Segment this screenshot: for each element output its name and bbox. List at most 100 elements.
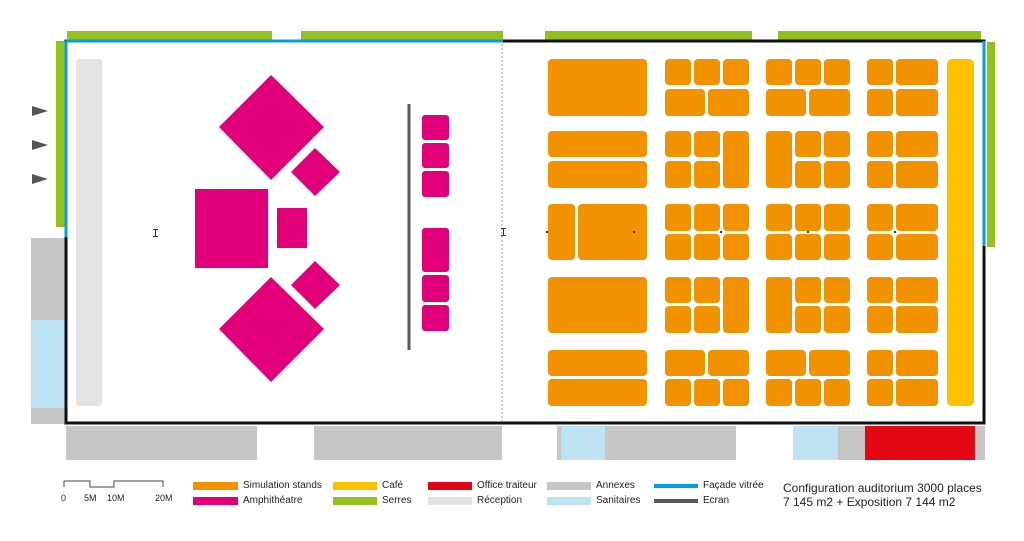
stand (824, 161, 850, 188)
stand (867, 379, 893, 406)
stand (896, 59, 938, 85)
cafe-zone (947, 59, 974, 406)
legend-swatch-office (428, 482, 472, 490)
stand (766, 350, 806, 376)
stand (824, 204, 850, 231)
serre-right (987, 42, 995, 247)
stand (867, 234, 893, 260)
amphi-diamond-top (219, 75, 324, 180)
bottom-annexes (66, 426, 985, 460)
configuration-text: Configuration auditorium 3000 places 7 1… (783, 481, 982, 509)
stand (809, 89, 850, 116)
stand (665, 350, 705, 376)
marker (153, 236, 158, 237)
stand (867, 350, 893, 376)
legend-label-annexes: Annexes (596, 480, 635, 491)
marker (501, 228, 506, 229)
stand (896, 161, 938, 188)
stand (824, 277, 850, 303)
stand (548, 59, 647, 116)
stand (766, 59, 792, 85)
stand (867, 161, 893, 188)
reception-zone (76, 59, 102, 406)
stand (896, 204, 938, 231)
stand (665, 59, 691, 85)
serre-left (56, 41, 65, 227)
stand (708, 350, 749, 376)
serre-top-3 (545, 31, 752, 40)
stand (723, 204, 749, 231)
stand (723, 379, 749, 406)
markers (153, 228, 506, 237)
stand (824, 234, 850, 260)
amphi-diamond-bottom (219, 277, 324, 382)
stands (548, 59, 938, 406)
sanitaires-bottom-1 (561, 426, 605, 460)
scale-label-0: 0 (61, 493, 67, 503)
stand (694, 204, 720, 231)
sanitaires-left (31, 320, 66, 408)
stand (867, 89, 893, 116)
legend-swatch-reception (428, 497, 472, 505)
scale-label-20m: 20M (155, 493, 173, 503)
legend-label-ecran: Ecran (703, 495, 730, 506)
stand (548, 277, 647, 333)
marker (155, 229, 156, 237)
legend-swatch-amphi (193, 497, 238, 505)
scale-line (63, 480, 164, 488)
serre-top-2 (301, 31, 503, 40)
stand (665, 306, 691, 333)
stand (795, 234, 821, 260)
stand (548, 131, 647, 157)
seating-block (422, 228, 449, 272)
stand (824, 59, 850, 85)
stand (809, 350, 850, 376)
annexe-left-bottom (31, 408, 66, 424)
office-traiteur (865, 426, 975, 460)
sanitaires-bottom-2 (793, 426, 838, 460)
seating-block (422, 171, 449, 197)
stand (708, 89, 749, 116)
stand (694, 277, 720, 303)
stand (867, 277, 893, 303)
annexe-left (31, 238, 66, 320)
legend-swatch-stands (193, 482, 238, 490)
marker (501, 235, 506, 236)
amphi-diamond-small-top (291, 148, 340, 196)
legend-label-sanitaires: Sanitaires (596, 495, 641, 506)
stand (795, 161, 821, 188)
stand (824, 379, 850, 406)
stand (867, 204, 893, 231)
stand (795, 131, 821, 157)
stand (795, 379, 821, 406)
stand (723, 277, 749, 333)
scale-label-10m: 10M (107, 493, 125, 503)
legend-label-cafe: Café (382, 480, 404, 491)
stand (694, 161, 720, 188)
seating-block (422, 275, 449, 302)
amphi-diamond-small-bottom (291, 261, 340, 309)
stand (548, 379, 647, 406)
configuration-line-2: 7 145 m2 + Exposition 7 144 m2 (783, 495, 956, 509)
stand (548, 161, 647, 188)
stand (694, 234, 720, 260)
configuration-line-1: Configuration auditorium 3000 places (783, 481, 982, 495)
serre-top-1 (67, 31, 272, 40)
stand (766, 379, 792, 406)
stand (548, 350, 647, 376)
marker (633, 231, 635, 233)
legend-swatch-annexes (547, 482, 591, 490)
stand (694, 131, 720, 157)
legend-swatch-sanitaires (547, 497, 591, 505)
legend-label-reception: Réception (477, 495, 523, 506)
legend-label-stands: Simulation stands (243, 480, 322, 491)
stand (766, 204, 792, 231)
stand (896, 234, 938, 260)
arrow-icon (32, 106, 48, 116)
stand (766, 234, 792, 260)
serres-zones (56, 31, 995, 247)
legend-swatch-cafe (333, 482, 377, 490)
stand (766, 277, 792, 333)
annexe-bottom-2 (314, 426, 502, 460)
stand (694, 59, 720, 85)
